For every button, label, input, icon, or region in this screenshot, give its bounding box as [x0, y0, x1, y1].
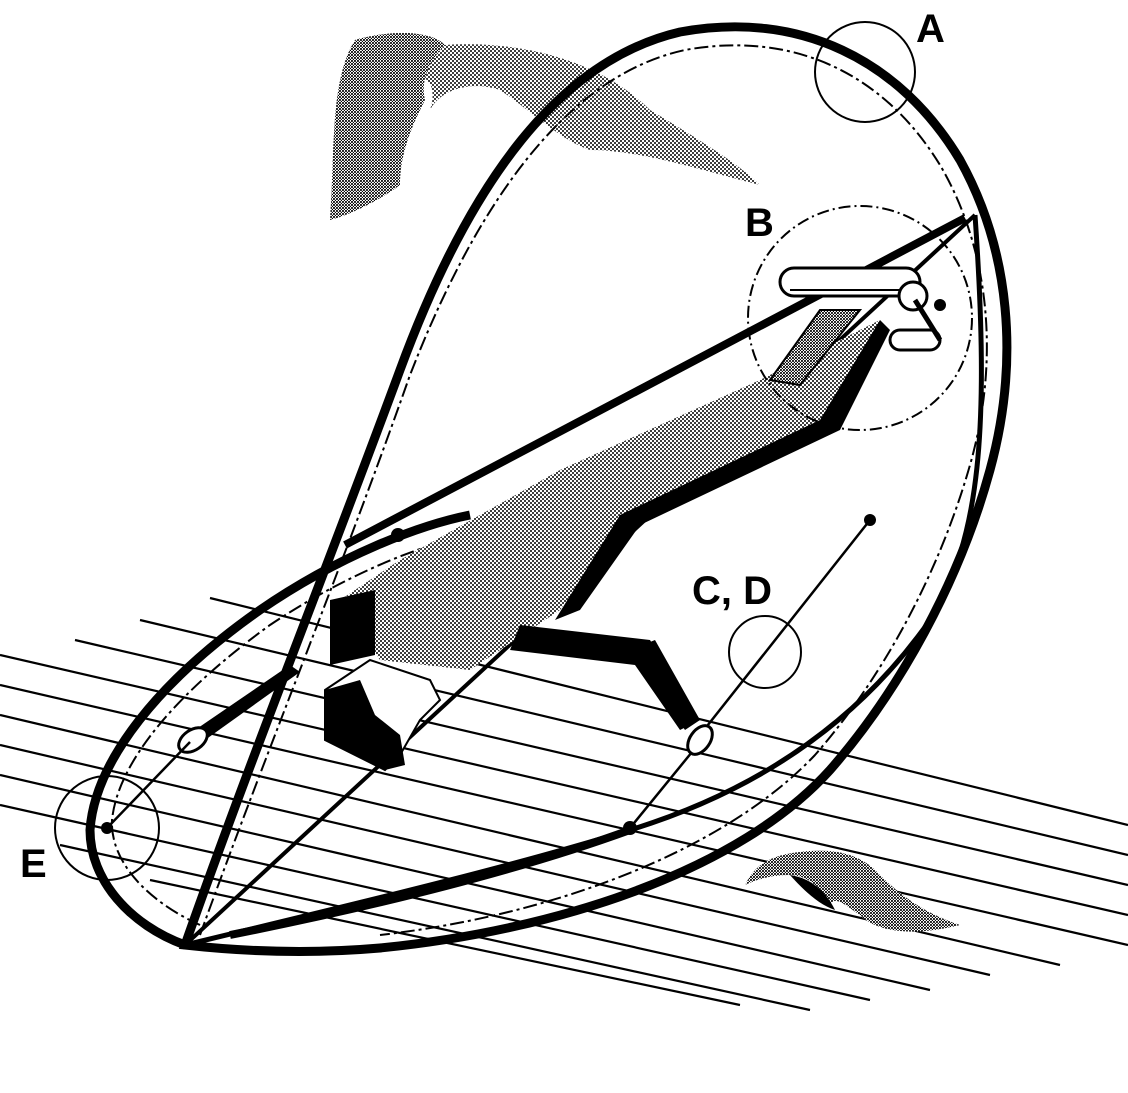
callout-circles: [54, 21, 973, 881]
control-bar: [778, 266, 946, 352]
callout-circle-b: [747, 205, 973, 431]
ground-hatch: [0, 596, 1128, 1012]
label-a: A: [916, 7, 945, 51]
callout-circle-a: [814, 21, 916, 123]
wind-arrow-top: [330, 33, 760, 221]
side-brace: [101, 665, 300, 834]
callout-circle-cd: [728, 615, 802, 689]
pilot-body: [324, 309, 890, 772]
label-b: B: [745, 201, 774, 245]
wind-arrow-bottom: [745, 850, 960, 932]
label-cd: C, D: [692, 569, 772, 613]
rigging-cable: [391, 514, 876, 835]
callout-circle-e: [54, 775, 160, 881]
label-e: E: [20, 842, 47, 886]
wing-outline: [85, 22, 1012, 956]
